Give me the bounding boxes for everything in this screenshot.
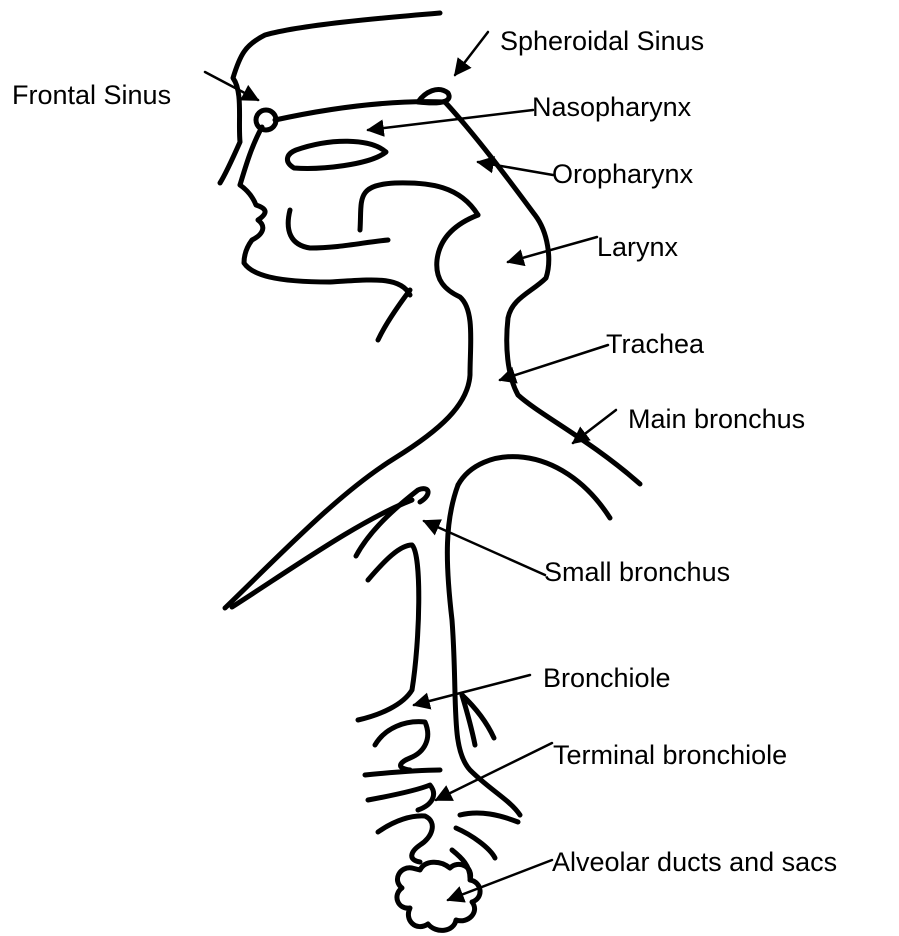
trachea-leader	[500, 345, 608, 380]
spheroidal-sinus-label: Spheroidal Sinus	[500, 26, 704, 56]
trachea-label: Trachea	[606, 329, 705, 359]
right-main-bronchus-inner	[458, 457, 610, 518]
alveolar-label: Alveolar ducts and sacs	[552, 847, 837, 877]
bronchiole-loop-2	[365, 770, 440, 775]
head-outline	[220, 13, 445, 340]
tongue	[288, 210, 388, 248]
mouth-line	[378, 290, 410, 340]
oropharynx-label: Oropharynx	[552, 159, 694, 189]
central-bronchus-left	[447, 485, 520, 815]
frontal-sinus-label: Frontal Sinus	[12, 80, 171, 110]
larynx-leader	[508, 237, 597, 262]
spheroidal-sinus-leader	[455, 32, 488, 75]
small-bronchus-branch	[358, 545, 419, 720]
bronchiole-label: Bronchiole	[543, 663, 671, 693]
terminal-bronchiole-label: Terminal bronchiole	[553, 740, 787, 770]
main-bronchus-label: Main bronchus	[628, 404, 805, 434]
bronchiole-loop-4	[378, 816, 432, 862]
nasal-bridge-line	[240, 127, 262, 185]
left-bronchi	[232, 489, 428, 720]
small-bronchus-label: Small bronchus	[544, 557, 730, 587]
terminal-branch-right-2	[456, 828, 495, 858]
bronchiole-tree	[365, 485, 520, 878]
bronchiole-loop-1	[375, 722, 428, 770]
terminal-branch-right-1	[460, 813, 518, 822]
bronchiole-leader	[414, 675, 530, 705]
nasal-turbinate	[287, 141, 386, 168]
small-bronchus-leader	[424, 521, 545, 575]
larynx-label: Larynx	[597, 232, 679, 262]
nasopharynx-label: Nasopharynx	[532, 92, 692, 122]
bronchiole-loop-3	[368, 785, 434, 810]
nasopharynx-leader	[368, 110, 533, 130]
main-bronchus-leader	[573, 410, 616, 443]
oropharynx-leader	[478, 162, 553, 175]
